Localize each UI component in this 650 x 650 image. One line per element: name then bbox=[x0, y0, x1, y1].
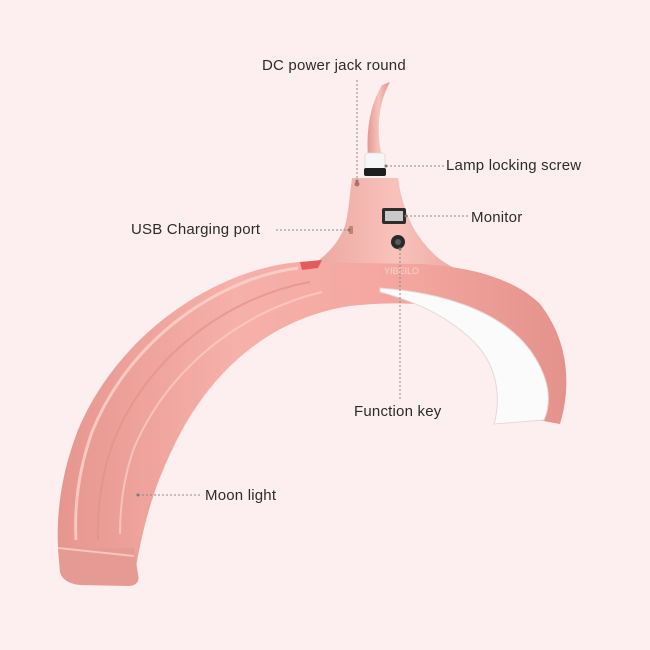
label-monitor: Monitor bbox=[471, 209, 523, 226]
leader-dot bbox=[136, 493, 140, 497]
moon-arm-stripe bbox=[96, 281, 311, 541]
leader-dot bbox=[355, 179, 359, 183]
label-dc-power-jack: DC power jack round bbox=[262, 57, 406, 74]
label-usb-charging-port: USB Charging port bbox=[131, 221, 261, 238]
function-key-cap bbox=[395, 239, 401, 245]
brand-mark: YIBEILO bbox=[384, 266, 419, 276]
moon-arm-stripe bbox=[74, 266, 299, 541]
lamp-head bbox=[300, 178, 490, 282]
leader-dot bbox=[384, 164, 388, 168]
label-lamp-locking-screw: Lamp locking screw bbox=[446, 157, 582, 174]
leader-dot bbox=[398, 247, 402, 251]
lamp-locking-screw bbox=[364, 168, 386, 176]
leader-dot bbox=[347, 228, 351, 232]
red-accent bbox=[300, 260, 322, 270]
dc-jack-dot bbox=[354, 181, 360, 187]
moon-arm-foot bbox=[58, 548, 139, 586]
monitor-digits bbox=[385, 211, 403, 221]
moon-arm-foot-edge bbox=[57, 547, 135, 557]
gooseneck-pole bbox=[367, 82, 390, 158]
usb-port bbox=[349, 226, 353, 234]
moon-arm-stripe bbox=[119, 291, 323, 535]
light-panel bbox=[379, 287, 549, 425]
label-function-key: Function key bbox=[354, 403, 442, 420]
label-moon-light: Moon light bbox=[205, 487, 277, 504]
leader-dot bbox=[404, 214, 408, 218]
moon-arm-outer bbox=[57, 262, 567, 580]
